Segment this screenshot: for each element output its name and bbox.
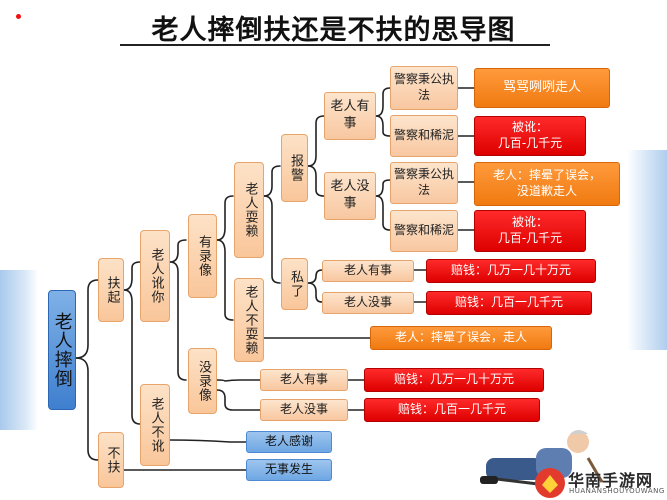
elder-denies-node: 老人耍赖 — [234, 162, 264, 258]
outcome-extorted-2: 被讹： 几百-几千元 — [474, 210, 586, 252]
brand-domain: HUANANSHOUYOUWANG — [569, 487, 665, 495]
right-decoration — [627, 150, 667, 350]
elder-ok-node: 老人没事 — [324, 172, 376, 220]
recorded-node: 有录像 — [188, 214, 217, 298]
outcome-pay-large-2: 赔钱：几万一几十万元 — [364, 368, 544, 392]
outcome-grumble-leave: 骂骂咧咧走人 — [474, 68, 610, 108]
brand-logo-icon — [535, 468, 565, 498]
elder-accuses-node: 老人讹你 — [140, 230, 170, 322]
police-mud-node-1: 警察和稀泥 — [390, 115, 458, 157]
not-recorded-node: 没录像 — [188, 348, 217, 414]
private-elder-ok-node: 老人没事 — [322, 292, 414, 314]
brand-logo: 华南手游网 HUANANSHOUYOUWANG — [532, 466, 667, 500]
title-underline — [120, 44, 550, 46]
outcome-extorted-1: 被讹： 几百-几千元 — [474, 116, 586, 156]
left-decoration — [0, 270, 38, 430]
red-dot-icon — [16, 14, 21, 19]
nothing-happened-node: 无事发生 — [246, 459, 332, 481]
police-mud-node-2: 警察和稀泥 — [390, 210, 458, 252]
outcome-pay-small-1: 赔钱：几百一几千元 — [426, 291, 592, 315]
outcome-pay-large-1: 赔钱：几万一几十万元 — [426, 259, 596, 283]
help-up-node: 扶起 — [98, 258, 124, 322]
police-fair-node-2: 警察秉公执法 — [390, 162, 458, 204]
norec-elder-hurt-node: 老人有事 — [260, 369, 348, 391]
brand-name: 华南手游网 — [568, 471, 654, 490]
outcome-misunderstanding-leave: 老人：摔晕了误会，走人 — [370, 326, 552, 350]
private-settle-node: 私了 — [281, 258, 308, 310]
norec-elder-ok-node: 老人没事 — [260, 399, 348, 421]
elder-thanks-node: 老人感谢 — [246, 431, 332, 453]
root-node: 老人摔倒 — [48, 290, 76, 410]
elder-no-deny-node: 老人不耍赖 — [234, 278, 264, 362]
no-help-node: 不扶 — [98, 432, 124, 488]
outcome-misunderstanding: 老人：摔晕了误会， 没道歉走人 — [474, 162, 620, 206]
elder-no-accuse-node: 老人不讹 — [140, 384, 170, 466]
page-title: 老人摔倒扶还是不扶的思导图 — [151, 15, 516, 46]
report-police-node: 报警 — [281, 134, 308, 202]
outcome-pay-small-2: 赔钱：几百一几千元 — [364, 398, 540, 422]
private-elder-hurt-node: 老人有事 — [322, 260, 414, 282]
elder-hurt-node: 老人有事 — [324, 92, 376, 140]
police-fair-node-1: 警察秉公执法 — [390, 66, 458, 110]
